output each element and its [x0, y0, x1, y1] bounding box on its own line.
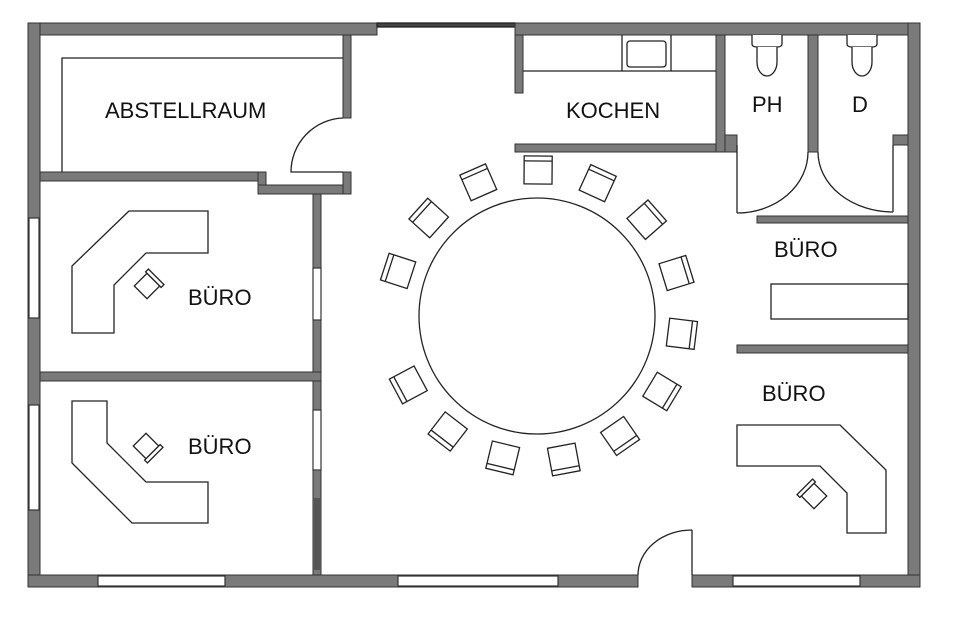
room-label-storage: ABSTELLRAUM [105, 98, 266, 123]
chair-icon [546, 442, 581, 477]
room-label-toilet-d: D [852, 92, 868, 117]
chair-icon [641, 371, 683, 412]
toilet-ph-door[interactable] [736, 145, 809, 214]
toilet-d-icon [846, 35, 878, 77]
desk [770, 283, 909, 320]
chair-icon [379, 252, 417, 290]
room-label-office-right-small: BÜRO [774, 237, 838, 262]
room-label-toilet-ph: PH [752, 92, 783, 117]
room-label-office-right: BÜRO [762, 381, 826, 406]
office-chair-icon [132, 432, 164, 464]
corner-desk [71, 400, 209, 524]
chair-icon [578, 163, 618, 203]
chair-icon [408, 197, 450, 239]
storage-shelf [61, 57, 343, 172]
sink-icon [626, 40, 667, 68]
corner-desk [71, 210, 209, 334]
round-meeting-table [418, 197, 656, 435]
room-label-office-left-top: BÜRO [188, 285, 252, 310]
chair-icon [388, 365, 429, 405]
toilet-ph-icon [751, 35, 783, 77]
office-chair-icon [796, 478, 828, 510]
chair-icon [427, 410, 469, 453]
storage-door[interactable] [290, 117, 344, 173]
chair-icon [523, 155, 553, 185]
room-label-kitchen: KOCHEN [566, 98, 660, 123]
chair-icon [658, 254, 695, 292]
chair-icon [485, 440, 521, 476]
corner-desk [736, 424, 887, 534]
windows [28, 217, 861, 587]
chair-icon [665, 317, 699, 351]
meeting-chairs [379, 155, 699, 477]
chair-icon [599, 415, 641, 457]
room-label-office-left-bottom: BÜRO [188, 434, 252, 459]
interior-walls [39, 34, 909, 576]
toilet-d-door[interactable] [817, 145, 894, 213]
chair-icon [458, 162, 498, 202]
chair-icon [626, 199, 668, 241]
entrance-door[interactable] [637, 529, 693, 576]
kitchen-counter [523, 35, 716, 72]
office-chair-icon [133, 268, 165, 300]
